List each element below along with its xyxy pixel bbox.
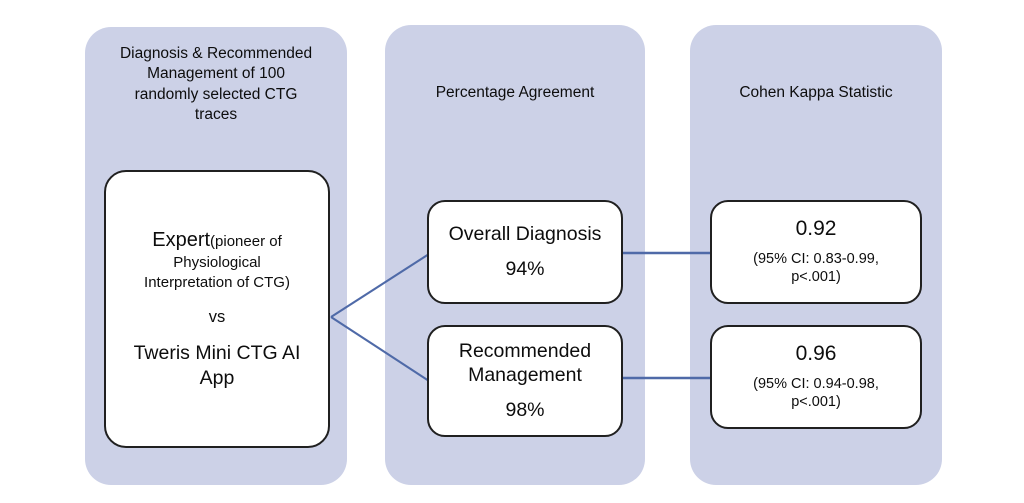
kappa-recommended-management-box: 0.96 (95% CI: 0.94-0.98, p<.001) xyxy=(710,325,922,429)
comparison-app-label: Tweris Mini CTG AI App xyxy=(133,342,301,389)
comparison-expert-detail: (pioneer of xyxy=(210,233,282,251)
kappa-recommended-management-value: 0.96 xyxy=(795,342,837,366)
overall-diagnosis-value: 94% xyxy=(505,258,545,281)
panel-cohen-kappa-title: Cohen Kappa Statistic xyxy=(739,84,893,101)
comparison-expert-line: Expert(pioneer of xyxy=(152,228,282,253)
kappa-overall-diagnosis-ci: (95% CI: 0.83-0.99, p<.001) xyxy=(753,250,879,286)
panel-inputs-title: Diagnosis & Recommended Management of 10… xyxy=(119,45,313,124)
comparison-expert-detail-line-3: Interpretation of CTG) xyxy=(144,273,290,291)
recommended-management-label: Recommended Management xyxy=(458,339,592,386)
recommended-management-value: 98% xyxy=(505,399,545,422)
kappa-overall-diagnosis-value: 0.92 xyxy=(795,217,837,241)
comparison-expert-detail-line-2: Physiological xyxy=(173,254,261,272)
comparison-expert-label: Expert xyxy=(152,229,211,252)
comparison-vs-label: vs xyxy=(208,308,226,327)
panel-percentage-agreement-title: Percentage Agreement xyxy=(435,84,595,101)
overall-diagnosis-box: Overall Diagnosis 94% xyxy=(427,200,623,304)
overall-diagnosis-label: Overall Diagnosis xyxy=(448,222,602,245)
kappa-recommended-management-ci: (95% CI: 0.94-0.98, p<.001) xyxy=(753,375,879,411)
comparison-box: Expert(pioneer of Physiological Interpre… xyxy=(104,170,330,448)
recommended-management-box: Recommended Management 98% xyxy=(427,325,623,437)
kappa-overall-diagnosis-box: 0.92 (95% CI: 0.83-0.99, p<.001) xyxy=(710,200,922,304)
